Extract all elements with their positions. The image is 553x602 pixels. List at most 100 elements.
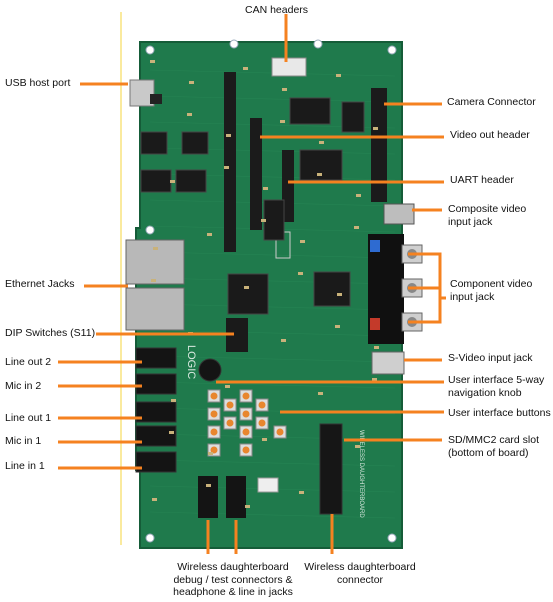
smd-part — [300, 240, 305, 243]
smd-part — [355, 445, 360, 448]
smd-part — [336, 74, 341, 77]
chip — [181, 131, 209, 155]
uart-header-strip — [282, 150, 294, 222]
audio-jack — [135, 451, 177, 473]
smd-part — [152, 498, 157, 501]
label-composite-video: Composite video input jack — [448, 203, 527, 228]
label-ethernet-jacks: Ethernet Jacks — [5, 278, 75, 290]
label-wireless-debug: Wireless daughterboard debug / test conn… — [173, 561, 293, 598]
smd-part — [226, 134, 231, 137]
label-line-in-1: Line in 1 — [5, 460, 45, 472]
video-header-2 — [250, 118, 262, 230]
smd-part — [150, 60, 155, 63]
ui-button-cap — [210, 428, 218, 436]
chip — [140, 131, 168, 155]
mounting-hole — [145, 533, 155, 543]
ui-button-cap — [276, 428, 284, 436]
trace — [149, 381, 396, 389]
smd-part — [317, 173, 322, 176]
leader-line — [408, 298, 442, 324]
smd-part — [372, 378, 377, 381]
label-ui-buttons: User interface buttons — [448, 407, 551, 419]
smd-part — [244, 286, 249, 289]
smd-part — [225, 385, 230, 388]
smd-part — [263, 187, 268, 190]
smd-part — [337, 293, 342, 296]
line-in-jack — [226, 476, 246, 518]
ethernet-jack — [125, 287, 185, 331]
audio-jack — [135, 401, 177, 423]
trace — [149, 459, 396, 467]
chip — [313, 271, 351, 307]
label-camera-connector: Camera Connector — [447, 96, 536, 108]
smd-part — [189, 81, 194, 84]
nav-knob — [198, 358, 222, 382]
trace — [149, 511, 396, 519]
label-mic-in-1: Mic in 1 — [5, 435, 42, 447]
smd-part — [298, 272, 303, 275]
mounting-hole — [229, 39, 239, 49]
smd-part — [280, 120, 285, 123]
smd-part — [319, 141, 324, 144]
chip — [289, 97, 331, 125]
audio-jack — [135, 347, 177, 369]
audio-jack — [135, 425, 177, 447]
ui-button-cap — [226, 401, 234, 409]
ui-button-cap — [226, 419, 234, 427]
usb-port-base — [150, 94, 162, 104]
label-can-headers: CAN headers — [245, 4, 309, 16]
smd-part — [354, 226, 359, 229]
smd-part — [208, 452, 213, 455]
mounting-hole — [145, 45, 155, 55]
smd-part — [187, 113, 192, 116]
smd-part — [245, 505, 250, 508]
smd-part — [299, 491, 304, 494]
label-line-out-2: Line out 2 — [5, 356, 52, 368]
dip-switch — [226, 318, 248, 352]
ui-button-cap — [210, 392, 218, 400]
smd-part — [281, 339, 286, 342]
smd-part — [243, 67, 248, 70]
smd-part — [170, 180, 175, 183]
silk-text: WIRELESS DAUGHTERBOARD — [358, 430, 364, 518]
chip — [227, 273, 269, 315]
trace — [149, 329, 396, 337]
trace — [149, 251, 396, 259]
smd-part — [261, 219, 266, 222]
smd-part — [356, 194, 361, 197]
smd-part — [318, 392, 323, 395]
component-blue — [370, 240, 380, 252]
component-red — [370, 318, 380, 330]
label-usb-host-port: USB host port — [5, 77, 71, 89]
ui-button-cap — [258, 401, 266, 409]
label-component-video: Component video input jack — [450, 278, 533, 303]
smd-part — [153, 247, 158, 250]
mounting-hole — [313, 39, 323, 49]
svideo-jack — [371, 351, 405, 375]
smd-part — [207, 233, 212, 236]
smd-part — [224, 166, 229, 169]
smd-part — [171, 399, 176, 402]
headphone-jack — [198, 476, 218, 518]
label-video-out-header: Video out header — [450, 129, 530, 141]
test-connector — [257, 477, 279, 493]
composite-jack — [383, 203, 415, 225]
label-dip-switches: DIP Switches (S11) — [5, 327, 96, 339]
label-uart-header: UART header — [450, 174, 514, 186]
trace — [149, 303, 396, 311]
trace — [149, 277, 396, 285]
label-line-out-1: Line out 1 — [5, 412, 52, 424]
ui-button-cap — [258, 419, 266, 427]
label-svideo: S-Video input jack — [448, 352, 533, 364]
trace — [149, 95, 396, 103]
smd-part — [206, 484, 211, 487]
video-out-header — [224, 72, 236, 252]
ui-button-cap — [242, 428, 250, 436]
mounting-hole — [387, 533, 397, 543]
can-header — [271, 57, 307, 77]
mounting-hole — [387, 45, 397, 55]
chip — [341, 101, 365, 133]
label-sd-slot: SD/MMC2 card slot (bottom of board) — [448, 434, 540, 459]
